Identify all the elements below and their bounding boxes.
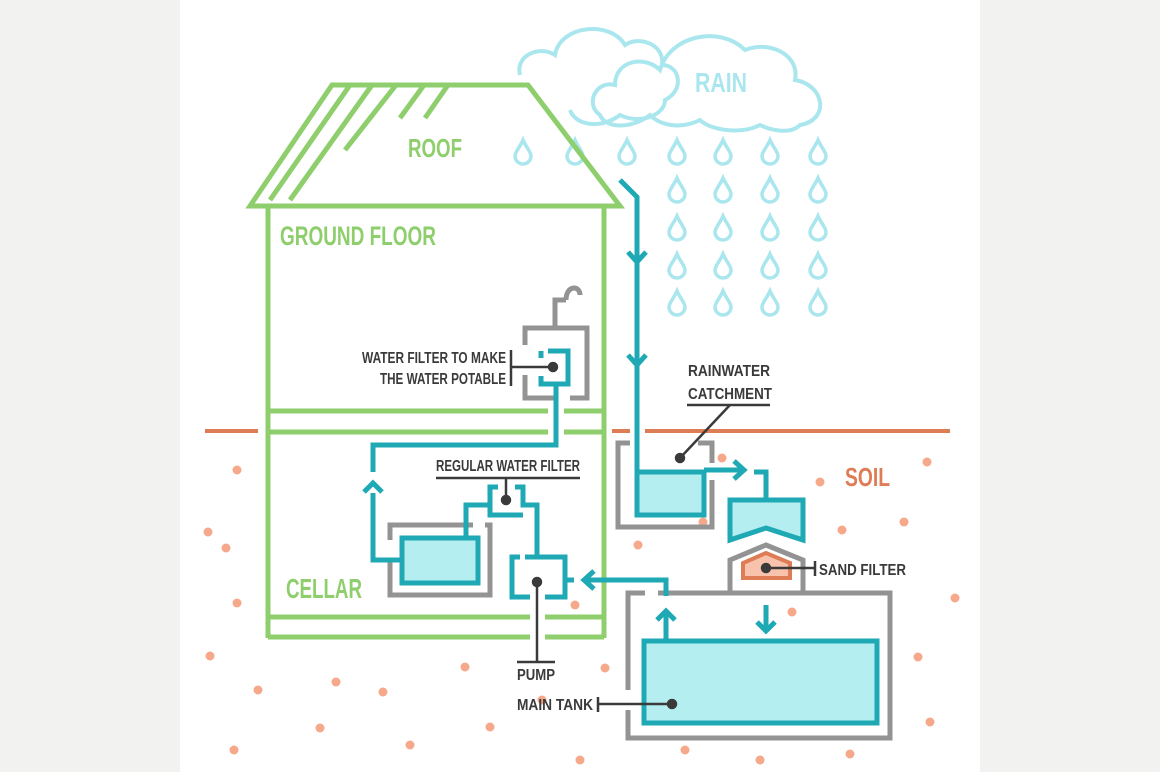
soil-dot [203,527,213,537]
raindrop-icon [808,211,828,242]
soil-dot [232,598,242,608]
raindrop-icon [713,135,733,166]
ground-floor-label: GROUND FLOOR [280,221,436,251]
raindrop-icon [667,286,687,317]
rain-label: RAIN [695,67,747,98]
soil-dot [232,465,242,475]
soil-dot [221,543,231,553]
soil-dot [575,755,585,765]
raindrop-icon [667,211,687,242]
soil-dot [205,651,215,661]
soil-dot [570,600,580,610]
soil-dot [925,717,935,727]
raindrop-icon [808,249,828,280]
soil-dot [229,745,239,755]
raindrop-icon [713,286,733,317]
soil-dot [405,740,415,750]
water-tanks [399,469,880,726]
arrow-icon [580,569,596,591]
arrow-icon [362,479,384,494]
soil-dot [815,477,825,487]
raindrop-icon [667,135,687,166]
soil-dot [378,687,388,697]
faucet-icon [552,285,583,328]
arrow-icon [626,250,648,266]
pipes [362,178,777,641]
cloud-icon [517,27,822,133]
raindrops [513,135,828,317]
arrow-icon [732,459,748,481]
main-tank-label: MAIN TANK [517,697,593,714]
raindrop-icon [760,249,780,280]
arrow-icon [755,620,777,635]
sand-filter-funnel [727,497,806,544]
rainwater-catchment-label-2: CATCHMENT [688,386,772,403]
soil-dot [717,453,727,463]
soil-dot [331,677,341,687]
soil-dot [913,652,923,662]
raindrop-icon [713,211,733,242]
downspout [618,178,640,472]
soil-dot [485,722,495,732]
callouts [436,350,817,712]
raindrop-icon [667,173,687,204]
raindrop-icon [713,249,733,280]
soil-label: SOIL [845,462,890,492]
arrow-icon [655,607,677,622]
raindrop-icon [760,286,780,317]
raindrop-icon [808,135,828,166]
house [245,82,626,640]
cellar-tank [399,535,481,586]
raindrop-icon [808,286,828,317]
raindrop-icon [713,173,733,204]
soil-dot [698,517,708,527]
cellar-label: CELLAR [286,573,362,604]
raindrop-icon [760,135,780,166]
soil-dots [203,453,960,765]
tank-outlines [387,285,893,741]
raindrop-icon [513,135,533,166]
raindrop-icon [760,211,780,242]
pump-label: PUMP [517,667,555,684]
soil-dot [755,755,765,765]
soil-dot [680,745,690,755]
raindrop-icon [808,173,828,204]
sand-filter-housing [727,542,806,593]
regular-filter-label: REGULAR WATER FILTER [436,458,580,475]
soil-dot [845,749,855,759]
catchment-water [634,469,707,518]
raindrop-icon [565,135,585,166]
soil-dot [899,517,909,527]
soil-dot [837,525,847,535]
soil-dot [537,695,547,705]
soil-dot [460,662,470,672]
soil-dot [315,723,325,733]
soil-dot [950,593,960,603]
rainwater-catchment-label-1: RAINWATER [688,363,770,380]
roof-label: ROOF [408,133,462,163]
potable-filter-label-1: WATER FILTER TO MAKE [362,350,506,367]
arrow-icon [626,353,648,369]
callout-labels: WATER FILTER TO MAKE THE WATER POTABLE R… [362,350,906,714]
soil-dot [253,685,263,695]
raindrop-icon [617,135,637,166]
raindrop-icon [760,173,780,204]
soil-dot [922,457,932,467]
sand-filter-label: SAND FILTER [819,562,906,579]
raindrop-icon [667,249,687,280]
main-tank [641,638,880,726]
soil-dot [633,540,643,550]
potable-filter-label-2: THE WATER POTABLE [380,371,506,388]
soil-dot [787,607,797,617]
soil-dot [600,663,610,673]
